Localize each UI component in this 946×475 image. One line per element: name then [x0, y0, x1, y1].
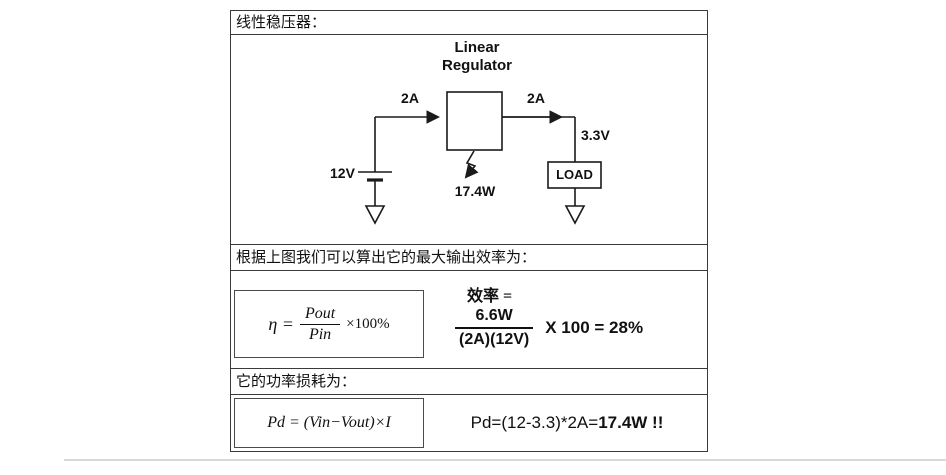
- output-current-label: 2A: [527, 90, 545, 106]
- power-caption: 它的功率损耗为：: [236, 374, 357, 390]
- regulator-doc-table: 线性稳压器：: [230, 10, 708, 452]
- efficiency-calc-fraction: 6.6W (2A)(12V): [455, 307, 534, 349]
- efficiency-formula-fraction: Pout Pin: [299, 304, 341, 344]
- efficiency-calc-cell: 效率 = 6.6W (2A)(12V) X 100 = 28%: [427, 271, 707, 368]
- formula-suffix: ×100%: [346, 315, 390, 332]
- ground-symbol-left: [364, 205, 386, 225]
- power-formula: Pd = (Vin−Vout)×I: [267, 414, 391, 431]
- input-current-label: 2A: [401, 90, 419, 106]
- power-formula-box: Pd = (Vin−Vout)×I: [234, 398, 424, 448]
- circuit-diagram: Linear Regulator 2A 2A 3.3V 12V 17.4W LO…: [231, 35, 707, 245]
- load-label: LOAD: [556, 167, 593, 182]
- power-caption-row: 它的功率损耗为：: [231, 369, 707, 395]
- regulator-label: Linear Regulator: [425, 39, 529, 75]
- title-row: 线性稳压器：: [231, 11, 707, 35]
- efficiency-calc-result: X 100 = 28%: [545, 318, 644, 337]
- page-title: 线性稳压器：: [236, 15, 327, 31]
- power-calc-prefix: Pd=(12-3.3)*2A=: [470, 413, 599, 432]
- formula-denominator: Pin: [299, 323, 341, 344]
- formula-numerator: Pout: [304, 304, 336, 322]
- dissipation-label: 17.4W: [454, 183, 496, 199]
- efficiency-caption: 根据上图我们可以算出它的最大输出效率为：: [236, 250, 537, 266]
- power-calc-line: Pd=(12-3.3)*2A=17.4W !!: [427, 395, 707, 451]
- power-formula-cell: Pd = (Vin−Vout)×I: [231, 395, 427, 451]
- efficiency-row: η = Pout Pin ×100% 效率 = 6.6W (2A)(12V) X…: [231, 271, 707, 369]
- calc-denominator: (2A)(12V): [455, 327, 534, 349]
- efficiency-formula-cell: η = Pout Pin ×100%: [231, 271, 427, 368]
- regulator-label-line1: Linear: [454, 39, 500, 56]
- dissipation-bolt-arrow: [464, 150, 479, 179]
- power-row: Pd = (Vin−Vout)×I Pd=(12-3.3)*2A=17.4W !…: [231, 395, 707, 451]
- eta-symbol: η =: [268, 313, 294, 334]
- calc-numerator: 6.6W: [475, 307, 513, 324]
- regulator-label-line2: Regulator: [441, 57, 512, 74]
- input-voltage-label: 12V: [330, 165, 355, 181]
- power-calc-result: 17.4W !!: [598, 413, 664, 432]
- output-voltage-label: 3.3V: [581, 127, 610, 143]
- bottom-divider: [64, 459, 946, 461]
- efficiency-formula-box: η = Pout Pin ×100%: [234, 290, 424, 358]
- efficiency-caption-row: 根据上图我们可以算出它的最大输出效率为：: [231, 245, 707, 271]
- regulator-box: [446, 91, 503, 151]
- efficiency-calc-line: 6.6W (2A)(12V) X 100 = 28%: [455, 307, 707, 349]
- efficiency-calc-label: 效率 =: [467, 288, 513, 305]
- power-calc-cell: Pd=(12-3.3)*2A=17.4W !!: [427, 395, 707, 451]
- circuit-diagram-svg: [358, 91, 602, 225]
- ground-symbol-right: [564, 205, 586, 225]
